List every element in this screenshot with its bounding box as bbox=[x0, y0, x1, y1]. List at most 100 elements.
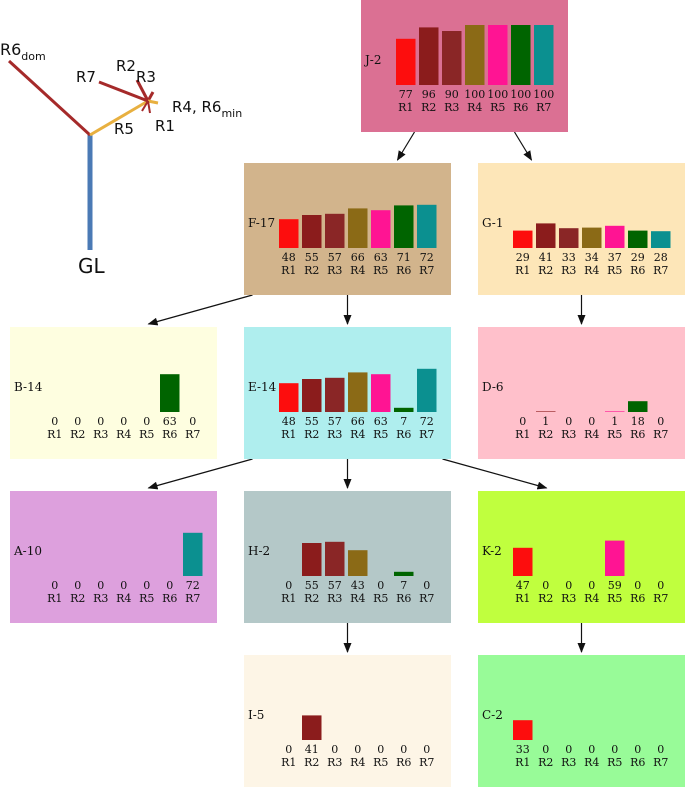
value-label: 0 bbox=[588, 579, 595, 592]
bar-r6 bbox=[160, 374, 180, 412]
value-label: 48 bbox=[282, 251, 296, 264]
edge-f-17-to-b-14 bbox=[147, 294, 253, 326]
category-label: R4 bbox=[116, 428, 131, 441]
value-label: 90 bbox=[445, 88, 459, 101]
tree-label-r6dom: R6dom bbox=[0, 40, 46, 63]
category-label: R2 bbox=[304, 756, 319, 769]
category-label: R4 bbox=[116, 592, 131, 605]
category-label: R3 bbox=[327, 592, 342, 605]
category-label: R7 bbox=[653, 592, 668, 605]
node-label: B-14 bbox=[14, 380, 43, 394]
category-label: R4 bbox=[350, 592, 365, 605]
value-label: 34 bbox=[585, 251, 599, 264]
value-label: 0 bbox=[166, 579, 173, 592]
bar-r5 bbox=[488, 25, 508, 85]
value-label: 0 bbox=[657, 415, 664, 428]
category-label: R1 bbox=[515, 428, 530, 441]
tree-branch-r2 bbox=[135, 79, 150, 102]
node-label: I-5 bbox=[248, 708, 264, 722]
category-label: R1 bbox=[281, 264, 296, 277]
value-label: 0 bbox=[634, 743, 641, 756]
node-box bbox=[244, 491, 451, 623]
node-box bbox=[478, 655, 685, 787]
value-label: 41 bbox=[539, 251, 553, 264]
value-label: 0 bbox=[285, 579, 292, 592]
category-label: R1 bbox=[515, 756, 530, 769]
category-label: R6 bbox=[513, 101, 528, 114]
tree-branch-r7 bbox=[98, 80, 149, 103]
value-label: 0 bbox=[74, 415, 81, 428]
category-label: R7 bbox=[653, 428, 668, 441]
category-label: R7 bbox=[536, 101, 551, 114]
node-label: C-2 bbox=[482, 708, 503, 722]
bar-r1 bbox=[279, 219, 299, 248]
value-label: 28 bbox=[654, 251, 668, 264]
value-label: 43 bbox=[351, 579, 365, 592]
category-label: R4 bbox=[350, 264, 365, 277]
category-label: R4 bbox=[584, 428, 599, 441]
bar-r2 bbox=[536, 223, 556, 248]
category-label: R7 bbox=[419, 264, 434, 277]
value-label: 57 bbox=[328, 251, 342, 264]
category-label: R3 bbox=[327, 264, 342, 277]
value-label: 72 bbox=[420, 415, 434, 428]
category-label: R2 bbox=[538, 428, 553, 441]
category-label: R2 bbox=[304, 592, 319, 605]
value-label: 0 bbox=[97, 579, 104, 592]
value-label: 63 bbox=[163, 415, 177, 428]
node-box bbox=[10, 491, 217, 623]
category-label: R6 bbox=[396, 756, 411, 769]
bar-r6 bbox=[394, 205, 414, 248]
category-label: R6 bbox=[630, 592, 645, 605]
category-label: R6 bbox=[162, 592, 177, 605]
edge-j-2-to-f-17 bbox=[396, 131, 416, 161]
value-label: 100 bbox=[464, 88, 485, 101]
value-label: 55 bbox=[305, 415, 319, 428]
bar-r4 bbox=[348, 372, 368, 412]
node-box bbox=[478, 491, 685, 623]
bar-r5 bbox=[605, 540, 625, 576]
bar-r4 bbox=[348, 208, 368, 248]
bar-r7 bbox=[417, 204, 437, 248]
bar-r2 bbox=[419, 27, 439, 85]
node-label: G-1 bbox=[482, 216, 504, 230]
category-label: R2 bbox=[304, 428, 319, 441]
value-label: 47 bbox=[516, 579, 530, 592]
value-label: 0 bbox=[377, 743, 384, 756]
node-box bbox=[244, 655, 451, 787]
value-label: 0 bbox=[542, 579, 549, 592]
value-label: 100 bbox=[510, 88, 531, 101]
category-label: R7 bbox=[653, 756, 668, 769]
category-label: R1 bbox=[515, 264, 530, 277]
value-label: 96 bbox=[422, 88, 436, 101]
bar-r3 bbox=[325, 541, 345, 576]
node-box bbox=[244, 163, 451, 295]
bar-r3 bbox=[442, 31, 462, 85]
bar-r5 bbox=[605, 225, 625, 248]
category-label: R3 bbox=[561, 592, 576, 605]
category-label: R1 bbox=[47, 592, 62, 605]
category-label: R4 bbox=[467, 101, 482, 114]
category-label: R2 bbox=[538, 264, 553, 277]
bar-r1 bbox=[396, 38, 416, 85]
tree-label-r7: R7 bbox=[76, 68, 96, 86]
category-label: R1 bbox=[281, 428, 296, 441]
category-label: R2 bbox=[421, 101, 436, 114]
value-label: 29 bbox=[631, 251, 645, 264]
value-label: 0 bbox=[143, 415, 150, 428]
category-label: R3 bbox=[444, 101, 459, 114]
category-label: R5 bbox=[139, 428, 154, 441]
category-label: R5 bbox=[373, 264, 388, 277]
node-box bbox=[478, 327, 685, 459]
value-label: 63 bbox=[374, 415, 388, 428]
value-label: 33 bbox=[562, 251, 576, 264]
bar-r1 bbox=[513, 230, 533, 248]
value-label: 0 bbox=[377, 579, 384, 592]
category-label: R4 bbox=[350, 756, 365, 769]
value-label: 77 bbox=[399, 88, 413, 101]
edge-e-14-to-a-10 bbox=[147, 458, 253, 490]
category-label: R3 bbox=[561, 756, 576, 769]
